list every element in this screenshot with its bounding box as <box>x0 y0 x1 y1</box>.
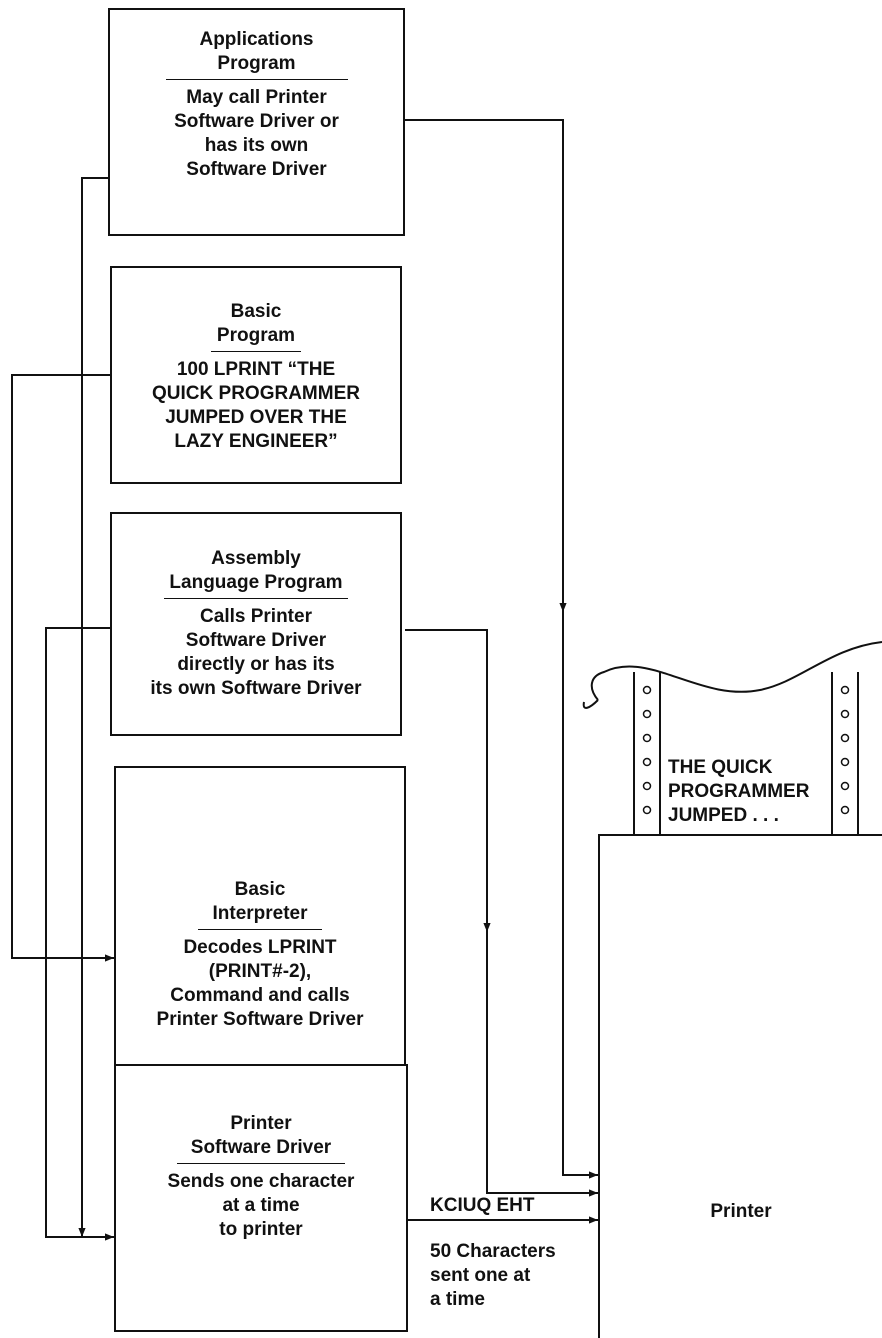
interpreter-body-1: Decodes LPRINT <box>116 936 404 960</box>
interpreter-title-1: Basic <box>116 878 404 902</box>
applications-body-1: May call Printer <box>110 86 403 110</box>
paper-line-2: PROGRAMMER <box>668 780 809 804</box>
driver-title-rule <box>177 1163 345 1164</box>
data-stream-note-3: a time <box>430 1288 556 1312</box>
basic-program-body-4: LAZY ENGINEER” <box>112 430 400 454</box>
basic-program-body-2: QUICK PROGRAMMER <box>112 382 400 406</box>
data-stream-note: 50 Characters sent one at a time <box>430 1240 556 1312</box>
arrow-basic-to-interpreter <box>12 375 114 958</box>
interpreter-title-2: Interpreter <box>116 902 404 926</box>
applications-title-1: Applications <box>110 28 403 52</box>
assembly-title-1: Assembly <box>112 547 400 571</box>
basic-program-title-rule <box>211 351 301 352</box>
data-stream-label: KCIUQ EHT <box>430 1194 535 1218</box>
printer-software-driver-box: Printer Software Driver Sends one charac… <box>114 1064 408 1332</box>
interpreter-body-2: (PRINT#-2), <box>116 960 404 984</box>
arrow-assembly-to-driver <box>46 628 114 1237</box>
paper-line-1: THE QUICK <box>668 756 809 780</box>
assembly-program-box: Assembly Language Program Calls Printer … <box>110 512 402 736</box>
assembly-title-rule <box>164 598 348 599</box>
assembly-body-3: directly or has its <box>112 653 400 677</box>
data-stream-note-2: sent one at <box>430 1264 556 1288</box>
arrow-applications-to-printer-tail <box>563 610 598 1175</box>
arrow-applications-to-printer <box>405 120 563 612</box>
basic-program-title-1: Basic <box>112 300 400 324</box>
applications-title-2: Program <box>110 52 403 76</box>
assembly-body-2: Software Driver <box>112 629 400 653</box>
basic-program-body-1: 100 LPRINT “THE <box>112 358 400 382</box>
applications-title-rule <box>166 79 348 80</box>
basic-program-box: Basic Program 100 LPRINT “THE QUICK PROG… <box>110 266 402 484</box>
driver-title-1: Printer <box>116 1112 406 1136</box>
driver-body-3: to printer <box>116 1218 406 1242</box>
arrow-applications-to-driver <box>82 178 110 1237</box>
arrow-assembly-to-printer <box>405 630 487 932</box>
assembly-body-1: Calls Printer <box>112 605 400 629</box>
applications-body-4: Software Driver <box>110 158 403 182</box>
paper-line-3: JUMPED . . . <box>668 804 809 828</box>
arrow-assembly-to-printer-tail <box>487 930 598 1193</box>
driver-body-1: Sends one character <box>116 1170 406 1194</box>
interpreter-body-3: Command and calls <box>116 984 404 1008</box>
printer-paper-text: THE QUICK PROGRAMMER JUMPED . . . <box>668 756 809 828</box>
assembly-body-4: its own Software Driver <box>112 677 400 701</box>
basic-interpreter-box: Basic Interpreter Decodes LPRINT (PRINT#… <box>114 766 406 1066</box>
interpreter-title-rule <box>198 929 322 930</box>
applications-program-box: Applications Program May call Printer So… <box>108 8 405 236</box>
applications-body-2: Software Driver or <box>110 110 403 134</box>
printer-box: Printer <box>598 834 882 1338</box>
driver-title-2: Software Driver <box>116 1136 406 1160</box>
printer-paper-curl <box>592 642 882 700</box>
driver-body-2: at a time <box>116 1194 406 1218</box>
basic-program-body-3: JUMPED OVER THE <box>112 406 400 430</box>
printer-label: Printer <box>600 1200 882 1224</box>
assembly-title-2: Language Program <box>112 571 400 595</box>
basic-program-title-2: Program <box>112 324 400 348</box>
data-stream-note-1: 50 Characters <box>430 1240 556 1264</box>
applications-body-3: has its own <box>110 134 403 158</box>
interpreter-body-4: Printer Software Driver <box>116 1008 404 1032</box>
printer-paper-left-edge <box>584 700 598 708</box>
